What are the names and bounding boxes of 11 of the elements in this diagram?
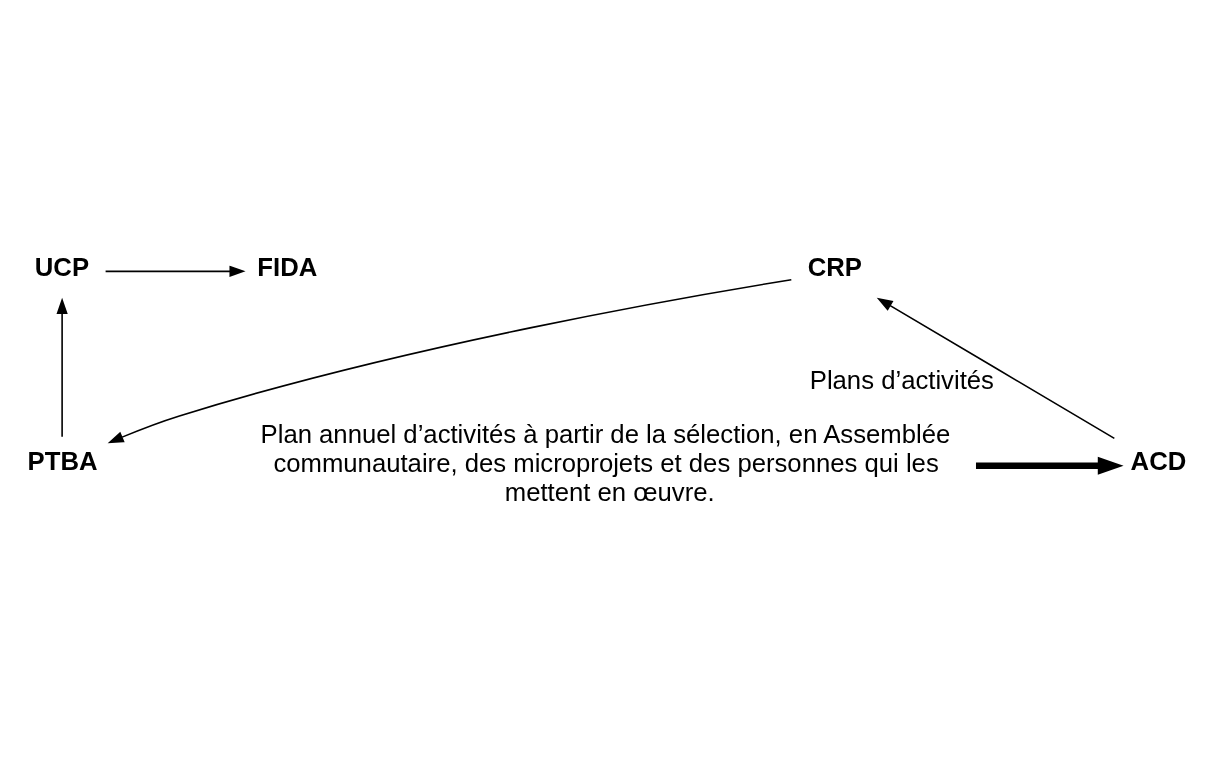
node-text: Plan annuel d’activités à partir de la sélection, en Assemblée communautaire, des microprojets et des personnes qui les mettent en œuvre. xyxy=(260,419,951,506)
node-text: FIDA xyxy=(257,252,318,281)
arrow xyxy=(876,297,1116,439)
node-text: PTBA xyxy=(27,446,98,475)
arrow xyxy=(104,265,246,277)
arrow xyxy=(107,278,793,443)
node-text: UCP xyxy=(34,252,90,281)
node-text: CRP xyxy=(807,252,862,281)
arrow xyxy=(56,297,68,438)
edge-label: Plans d’activités xyxy=(809,365,994,394)
node-text: ACD xyxy=(1130,446,1187,475)
